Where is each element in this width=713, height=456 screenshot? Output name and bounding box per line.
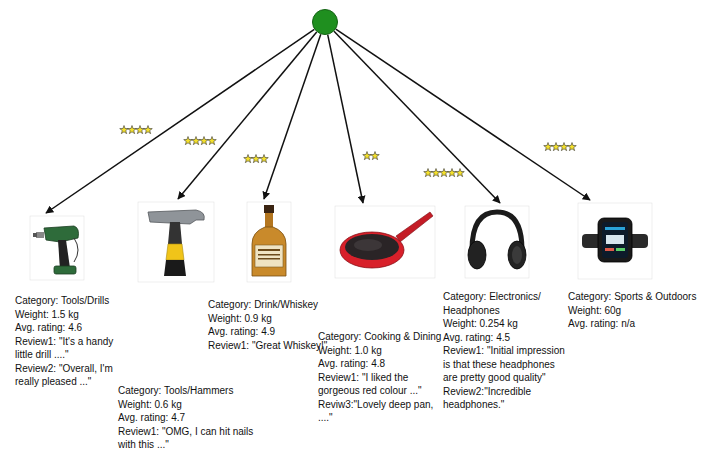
- rating-stars: [244, 155, 269, 163]
- info-line: Weight: 0.6 kg: [118, 398, 258, 412]
- info-line: Avg. rating: n/a: [568, 317, 710, 331]
- product-info: Category: Electronics/ HeadphonesWeight:…: [443, 290, 567, 412]
- product-hammer: Category: Tools/HammersWeight: 0.6 kgAvg…: [138, 202, 214, 282]
- info-line: Weight: 1.0 kg: [318, 344, 448, 358]
- product-pan: Category: Cooking & DiningWeight: 1.0 kg…: [335, 206, 435, 278]
- product-info: Category: Sports & OutdoorsWeight: 60gAv…: [568, 290, 710, 331]
- rating-stars: [363, 152, 380, 160]
- info-line: Category: Tools/Hammers: [118, 384, 258, 398]
- info-line: Reviw3:"Lovely deep pan, ....": [318, 398, 448, 425]
- info-line: Weight: 60g: [568, 304, 710, 318]
- info-line: Category: Tools/Drills: [15, 294, 130, 308]
- info-line: Review1: "I liked the gorgeous red colou…: [318, 371, 448, 398]
- info-line: Weight: 1.5 kg: [15, 308, 130, 322]
- product-info: Category: Drink/WhiskeyWeight: 0.9 kgAvg…: [208, 298, 333, 352]
- info-line: Review1: "OMG, I can hit nails with this…: [118, 425, 258, 452]
- whiskey-picture: [247, 202, 291, 282]
- product-whiskey: Category: Drink/WhiskeyWeight: 0.9 kgAvg…: [247, 202, 291, 282]
- info-line: Review2:"Incredible headphones.": [443, 385, 567, 412]
- rating-stars: [120, 126, 153, 134]
- info-line: Avg. rating: 4.8: [318, 357, 448, 371]
- product-watch: Category: Sports & OutdoorsWeight: 60gAv…: [578, 203, 652, 279]
- info-line: Category: Sports & Outdoors: [568, 290, 710, 304]
- info-line: Avg. rating: 4.7: [118, 411, 258, 425]
- root-circle: [312, 9, 338, 35]
- rating-stars: [424, 169, 465, 177]
- rating-stars: [544, 143, 577, 151]
- product-drill: Category: Tools/DrillsWeight: 1.5 kgAvg.…: [30, 216, 84, 280]
- drill-picture: [30, 216, 84, 280]
- info-line: Weight: 0.9 kg: [208, 312, 333, 326]
- info-line: Category: Electronics/ Headphones: [443, 290, 567, 317]
- product-info: Category: Cooking & DiningWeight: 1.0 kg…: [318, 330, 448, 425]
- info-line: Avg. rating: 4.5: [443, 331, 567, 345]
- info-line: Category: Cooking & Dining: [318, 330, 448, 344]
- connector-arrow: [334, 31, 500, 203]
- info-line: Avg. rating: 4.6: [15, 321, 130, 335]
- info-line: Avg. rating: 4.9: [208, 325, 333, 339]
- product-info: Category: Tools/HammersWeight: 0.6 kgAvg…: [118, 384, 258, 452]
- headphones-picture: [465, 206, 529, 278]
- pan-picture: [335, 206, 435, 278]
- watch-picture: [578, 203, 652, 279]
- info-line: Category: Drink/Whiskey: [208, 298, 333, 312]
- info-line: Review2: "Overall, I'm really pleased ..…: [15, 362, 130, 389]
- connector-arrow: [178, 32, 317, 199]
- hammer-picture: [138, 202, 214, 282]
- info-line: Review1: "Great Whiskey!": [208, 339, 333, 353]
- connector-arrow: [336, 29, 590, 200]
- product-info: Category: Tools/DrillsWeight: 1.5 kgAvg.…: [15, 294, 130, 389]
- info-line: Weight: 0.254 kg: [443, 317, 567, 331]
- connector-arrow: [264, 34, 321, 199]
- info-line: Review1: "It's a handy little drill ....…: [15, 335, 130, 362]
- info-line: Review1: "Initial impression is that the…: [443, 344, 567, 385]
- rating-stars: [184, 137, 217, 145]
- connector-arrow: [46, 29, 314, 213]
- product-headphones: Category: Electronics/ HeadphonesWeight:…: [465, 206, 529, 278]
- connector-arrow: [328, 35, 363, 203]
